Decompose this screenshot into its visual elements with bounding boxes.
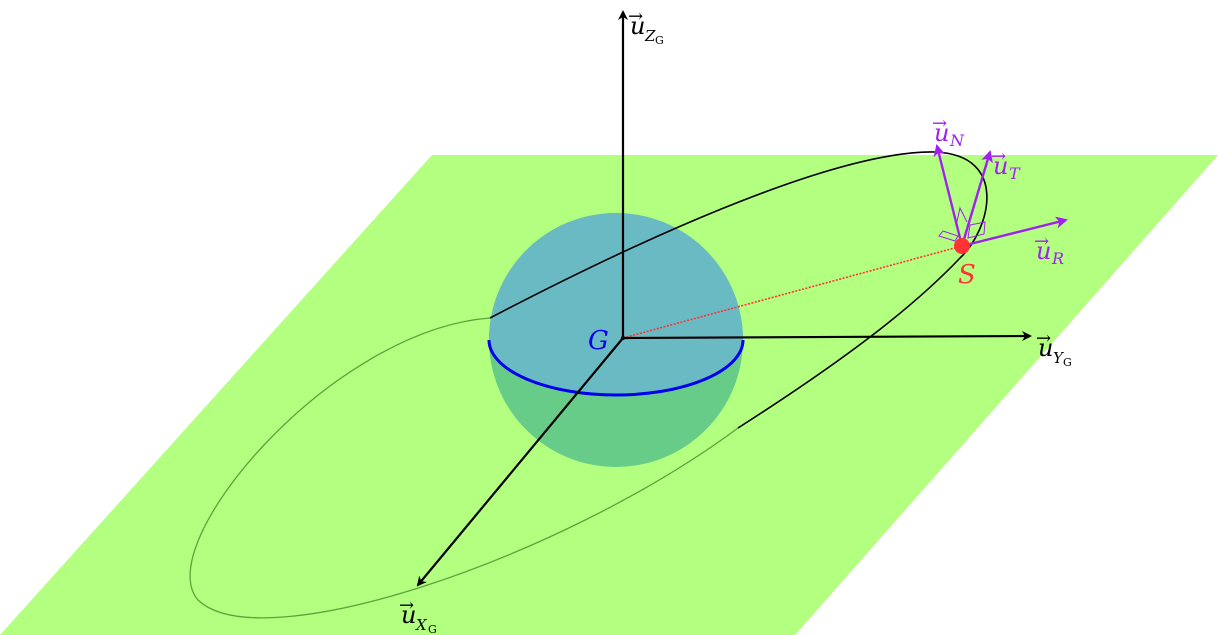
equator-line	[487, 339, 745, 397]
label-u-n-sub: N	[949, 131, 965, 150]
label-u-x-arrow: →	[399, 595, 414, 616]
label-u-n: → u N	[932, 113, 965, 150]
label-u-t-arrow: →	[991, 146, 1006, 167]
label-u-t: → u T	[991, 146, 1021, 183]
label-u-z-subsub: G	[655, 34, 664, 47]
right-angle-mark-t	[955, 206, 968, 227]
label-u-r-sub: R	[1051, 249, 1064, 268]
vector-u-t	[960, 150, 993, 247]
label-u-y-base: u	[1038, 334, 1053, 362]
radius-vector-line	[622, 245, 963, 339]
label-u-n-arrow: →	[932, 113, 947, 134]
label-u-y-subsub: G	[1063, 356, 1072, 369]
satellite-point	[954, 238, 970, 254]
center-label: G	[588, 326, 609, 356]
axis-y	[622, 331, 1032, 342]
vector-u-r	[961, 216, 1068, 248]
label-u-r-base: u	[1036, 237, 1051, 265]
label-u-z-base: u	[630, 12, 645, 40]
vector-u-n	[933, 144, 964, 247]
label-u-r: → u R	[1034, 231, 1064, 268]
orbit-back-segment	[189, 317, 739, 619]
label-u-y-arrow: →	[1036, 328, 1051, 349]
label-u-y: → u Y G	[1036, 328, 1072, 369]
label-u-x-subsub: G	[428, 623, 437, 635]
axis-x	[416, 337, 624, 587]
label-u-z: → u Z G	[628, 6, 664, 47]
earth-upper-hemisphere	[489, 213, 743, 395]
label-u-z-arrow: →	[628, 6, 643, 27]
orbit-front-segment	[489, 151, 988, 429]
label-u-x-base: u	[401, 601, 416, 629]
right-angle-mark-n	[938, 230, 959, 242]
label-u-t-base: u	[993, 152, 1008, 180]
label-u-x-sub: X	[415, 616, 428, 634]
label-u-r-arrow: →	[1034, 231, 1049, 252]
label-u-n-base: u	[934, 119, 949, 147]
label-u-x: → u X G	[399, 595, 437, 635]
label-u-y-sub: Y	[1053, 349, 1065, 367]
satellite-label: S	[958, 260, 976, 290]
local-frame	[933, 144, 1068, 248]
label-u-z-sub: Z	[644, 27, 656, 45]
label-u-t-sub: T	[1009, 164, 1021, 183]
right-angle-mark-r	[967, 221, 986, 239]
center-point	[621, 336, 625, 340]
